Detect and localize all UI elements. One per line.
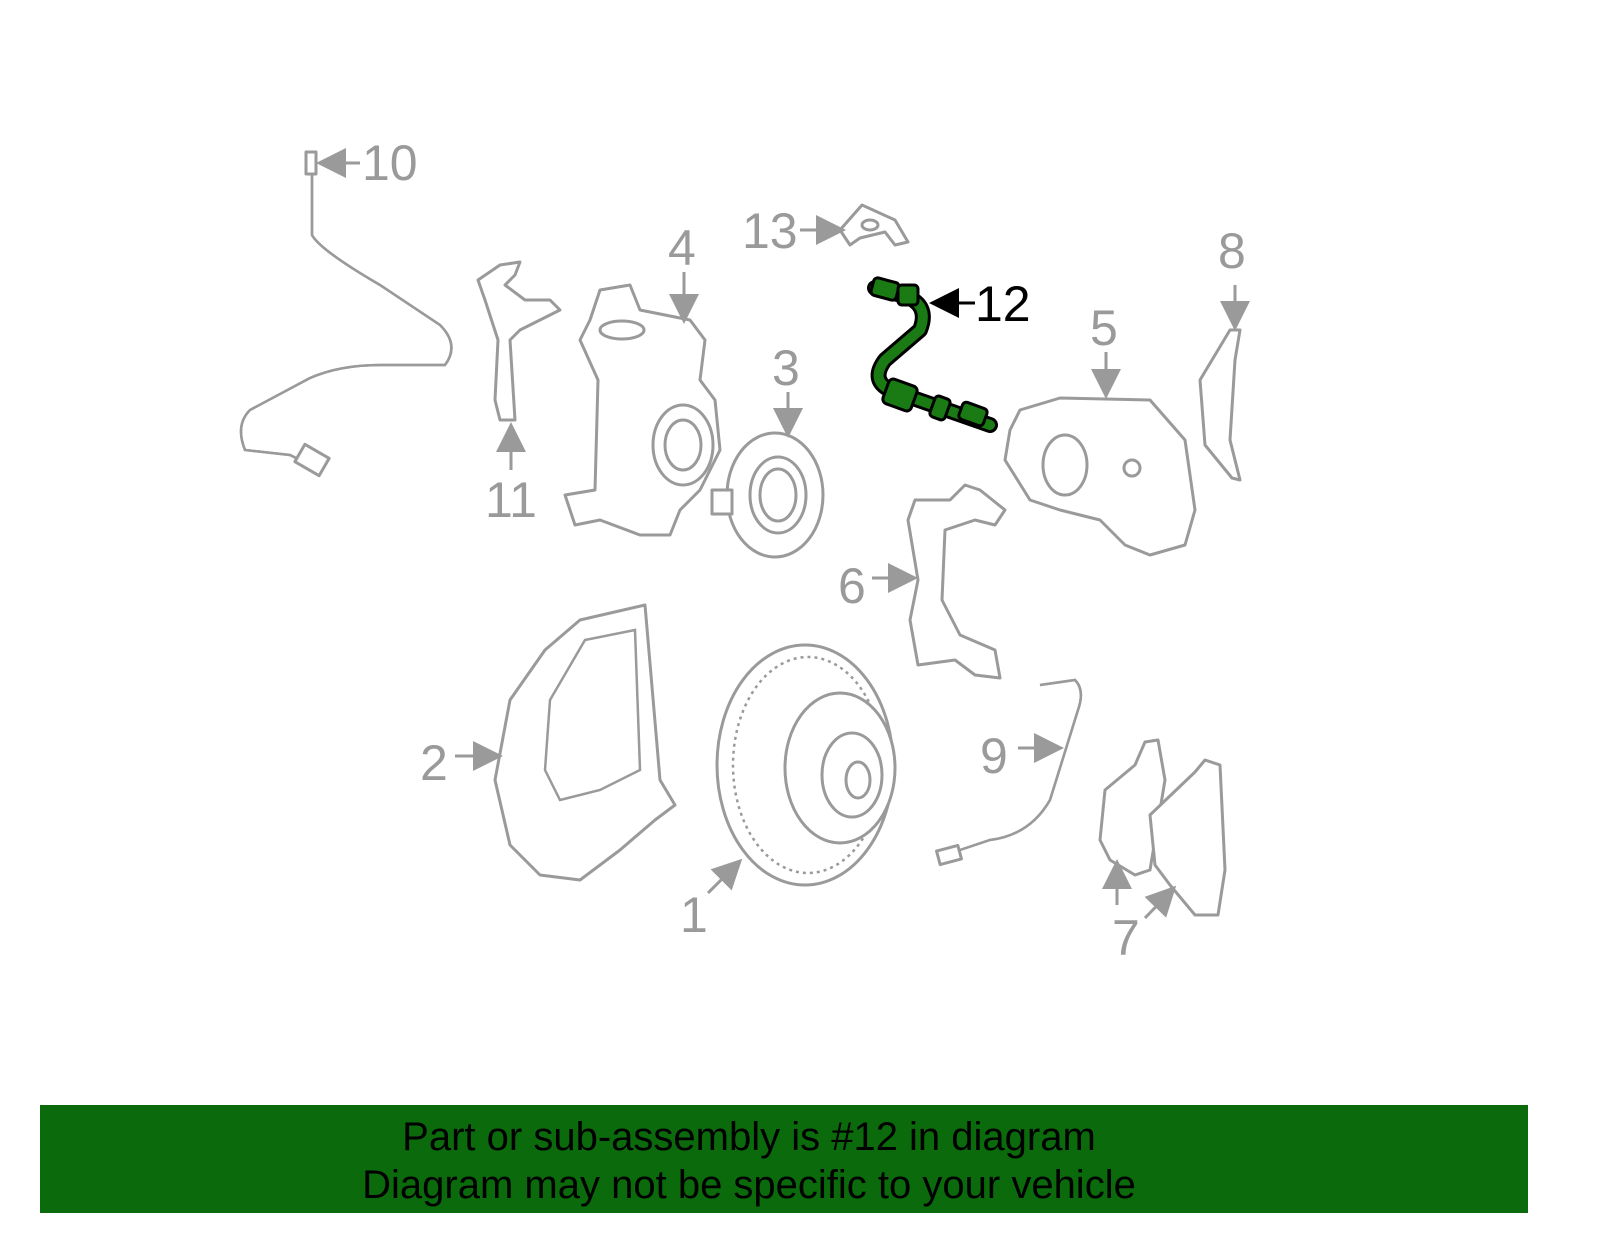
- callout-3: 3: [772, 340, 803, 438]
- part-11-bracket[interactable]: [476, 260, 562, 422]
- part-8-anti-rattle-spring[interactable]: [1198, 328, 1242, 482]
- callout-9: 9: [980, 728, 1064, 784]
- callout-label: 6: [838, 558, 866, 614]
- part-7-brake-pads[interactable]: [1098, 738, 1227, 917]
- callout-label: 7: [1112, 910, 1140, 966]
- callout-label: 10: [362, 135, 418, 191]
- callout-2: 2: [420, 735, 503, 791]
- callout-1: 1: [680, 858, 743, 943]
- callout-6: 6: [838, 558, 918, 614]
- callout-7: 7: [1102, 859, 1177, 966]
- part-6-caliper-bracket[interactable]: [906, 483, 1007, 680]
- callout-4: 4: [668, 220, 699, 324]
- banner-line-1: Part or sub-assembly is #12 in diagram: [402, 1115, 1096, 1159]
- part-2-dust-shield[interactable]: [493, 603, 677, 882]
- callout-label: 5: [1090, 300, 1118, 356]
- callout-label: 12: [975, 276, 1031, 332]
- callout-5: 5: [1090, 300, 1121, 399]
- callout-label: 11: [485, 472, 537, 528]
- part-12-brake-hose[interactable]: [867, 276, 998, 433]
- callout-label: 4: [668, 220, 696, 276]
- callout-8: 8: [1218, 223, 1250, 331]
- banner-line-2: Diagram may not be specific to your vehi…: [362, 1163, 1136, 1207]
- part-10-speed-sensor[interactable]: [239, 150, 453, 478]
- part-4-steering-knuckle[interactable]: [563, 283, 722, 537]
- callout-label: 1: [680, 887, 708, 943]
- part-info-banner: Part or sub-assembly is #12 in diagram D…: [40, 1105, 1528, 1213]
- part-9-wear-sensor[interactable]: [935, 678, 1083, 867]
- part-3-wheel-hub[interactable]: [710, 431, 825, 559]
- callout-10: 10: [316, 135, 418, 191]
- callout-11: 11: [485, 422, 537, 528]
- callout-13: 13: [742, 203, 846, 259]
- callout-12: 12: [929, 276, 1031, 332]
- callout-label: 2: [420, 735, 448, 791]
- part-13-clip[interactable]: [838, 203, 910, 247]
- callout-label: 3: [772, 340, 800, 396]
- part-1-brake-rotor[interactable]: [715, 643, 897, 887]
- callout-label: 9: [980, 728, 1008, 784]
- callout-label: 8: [1218, 223, 1246, 279]
- callout-label: 13: [742, 203, 798, 259]
- part-5-caliper[interactable]: [1003, 396, 1197, 557]
- brake-assembly-diagram: 10 13 4 12 8 5 3 11 6 2 9 1 7: [239, 135, 1250, 966]
